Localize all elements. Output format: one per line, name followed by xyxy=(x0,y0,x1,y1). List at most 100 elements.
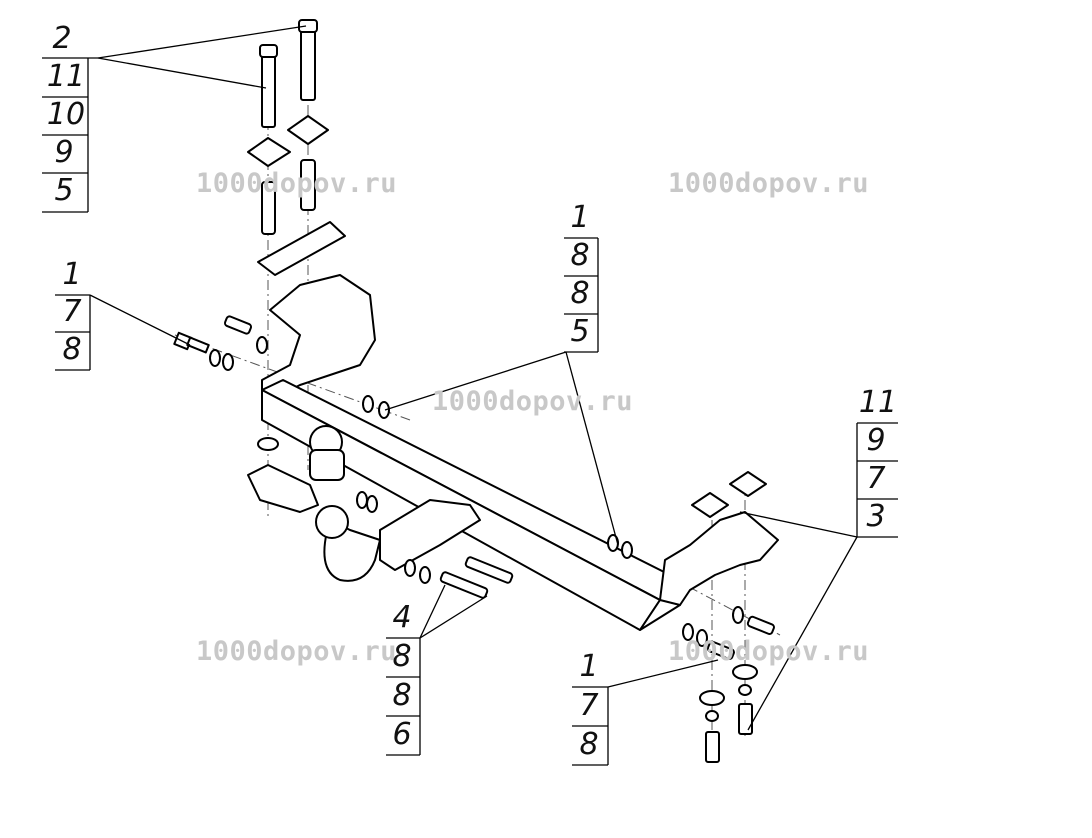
bolt-long-2 xyxy=(298,19,318,101)
bolt-side-right xyxy=(706,640,735,660)
part-number: 1 xyxy=(62,257,82,292)
part-number: 5 xyxy=(570,314,590,349)
washer-left-1 xyxy=(209,349,221,367)
ball-mount-nut-2 xyxy=(366,495,378,513)
callout-left-label: 1 xyxy=(56,260,88,294)
part-number: 9 xyxy=(54,135,74,170)
leader-right-a xyxy=(739,511,858,538)
watermark-text: 1000dopov.ru xyxy=(432,386,634,417)
watermark-text: 1000dopov.ru xyxy=(668,168,870,199)
washer-under-bracket xyxy=(257,437,279,451)
callout-right-label: 7 xyxy=(858,464,894,498)
left-mounting-bracket xyxy=(261,274,376,396)
clamping-plate xyxy=(257,221,346,276)
leader-top-left-a xyxy=(97,25,307,59)
callout-center-label: 8 xyxy=(564,279,596,313)
watermark-text: 1000dopov.ru xyxy=(196,168,398,199)
part-number: 11 xyxy=(858,385,898,420)
leader-center-b xyxy=(565,351,619,546)
part-number: 9 xyxy=(866,423,886,458)
leader-bottom-right xyxy=(607,659,719,688)
square-washer-right-1 xyxy=(691,492,729,518)
watermark-text: 1000dopov.ru xyxy=(668,636,870,667)
callout-lines-bottom-right xyxy=(572,686,609,766)
leader-top-left-b xyxy=(97,57,267,89)
part-number: 8 xyxy=(570,276,590,311)
square-washer-1 xyxy=(247,137,291,167)
watermark-text: 1000dopov.ru xyxy=(196,636,398,667)
callout-top-left-label: 2 xyxy=(44,24,80,58)
part-number: 1 xyxy=(570,200,590,235)
part-number: 2 xyxy=(52,21,72,56)
bolt-side-right-2 xyxy=(746,615,775,635)
spacer-tube-1 xyxy=(261,181,276,235)
callout-right-label: 11 xyxy=(858,388,898,422)
callout-bottom-right-label: 8 xyxy=(572,730,606,764)
bolt-side-left-2 xyxy=(223,315,253,335)
callout-left-label: 8 xyxy=(56,335,88,369)
part-number: 8 xyxy=(62,332,82,367)
leader-right-b xyxy=(747,536,858,731)
callout-top-left-label: 11 xyxy=(44,62,88,96)
leader-left xyxy=(89,294,191,346)
callout-lines-top-left xyxy=(42,57,98,213)
callout-right-label: 9 xyxy=(858,426,894,460)
part-number: 5 xyxy=(54,173,74,208)
square-washer-right-2 xyxy=(729,471,767,497)
part-number: 6 xyxy=(392,717,412,752)
nut-right-3 xyxy=(732,606,744,624)
spacer-tube-2 xyxy=(300,159,316,211)
washer-bottom-right-2 xyxy=(732,664,758,680)
callout-bottom-right-label: 7 xyxy=(572,691,606,725)
nut-center-2 xyxy=(378,401,390,419)
tow-ball xyxy=(315,505,349,539)
washer-bottom-right-1 xyxy=(699,690,725,706)
bolt-long-1 xyxy=(259,44,278,128)
callout-top-left-label: 5 xyxy=(44,176,84,210)
callout-center-label: 8 xyxy=(564,241,596,275)
callout-bottom-center-label: 8 xyxy=(386,681,418,715)
callout-lines-left xyxy=(55,294,91,371)
callout-center-label: 5 xyxy=(564,317,596,351)
part-number: 8 xyxy=(579,727,599,762)
ball-mount-washer-2 xyxy=(419,566,431,584)
bolt-side-left xyxy=(173,331,210,354)
square-washer-2 xyxy=(287,115,329,145)
washer-left-3 xyxy=(256,336,268,354)
nut-right-2 xyxy=(621,541,633,559)
ball-mount-socket xyxy=(379,499,481,571)
nut-center-1 xyxy=(362,395,374,413)
callout-left-label: 7 xyxy=(56,297,88,331)
callout-lines-center xyxy=(564,237,599,353)
leader-center-a xyxy=(384,351,567,411)
washer-right-2 xyxy=(696,629,708,647)
part-number: 7 xyxy=(62,294,82,329)
nut-bottom-right-1 xyxy=(738,684,752,696)
nut-bottom-right-2 xyxy=(705,710,719,722)
part-number: 7 xyxy=(866,461,886,496)
part-number: 10 xyxy=(46,97,86,132)
callout-bottom-center-label: 4 xyxy=(386,603,418,637)
callout-bottom-center-label: 8 xyxy=(386,642,418,676)
part-number: 8 xyxy=(570,238,590,273)
part-number: 3 xyxy=(866,499,886,534)
part-number: 8 xyxy=(392,678,412,713)
callout-center-label: 1 xyxy=(564,203,596,237)
bolt-bottom-right-2 xyxy=(738,703,753,735)
part-number: 1 xyxy=(579,649,599,684)
spare-ball-base xyxy=(309,449,345,481)
part-number: 4 xyxy=(392,600,412,635)
leader-bottom-center-a xyxy=(419,584,446,639)
ball-mount-bolt-2 xyxy=(464,556,514,584)
callout-bottom-right-label: 1 xyxy=(572,652,606,686)
ball-mount-bolt-1 xyxy=(439,571,489,599)
ball-mount-washer-1 xyxy=(404,559,416,577)
washer-right-1 xyxy=(682,623,694,641)
electrical-socket-plate xyxy=(247,464,319,513)
callout-right-label: 3 xyxy=(858,502,894,536)
right-mounting-bracket xyxy=(659,511,779,606)
part-number: 7 xyxy=(579,688,599,723)
callout-top-left-label: 9 xyxy=(44,138,84,172)
